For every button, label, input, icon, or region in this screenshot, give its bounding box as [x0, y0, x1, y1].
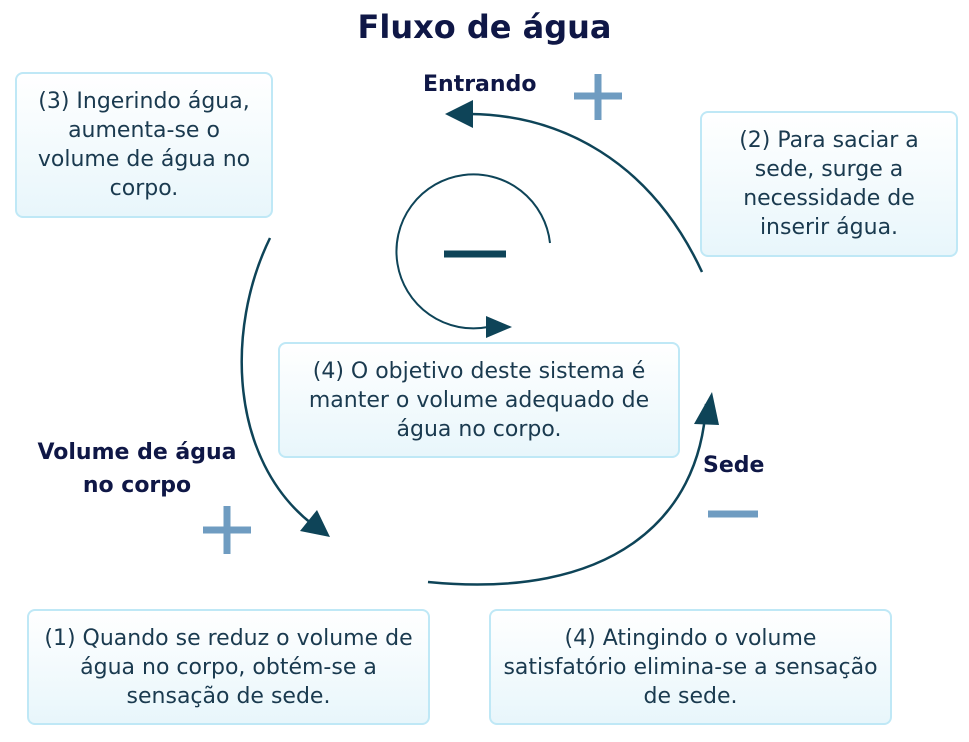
step4-box: (4) Atingindo o volume satisfatório elim… [489, 609, 892, 725]
loop-indicator-arrowhead [486, 316, 512, 338]
polarity-plus-volume [203, 506, 251, 554]
arrow-entrando-to-volume [240, 237, 313, 525]
arrowhead-volume [300, 510, 330, 537]
diagram-title: Fluxo de água [357, 8, 612, 46]
step1-box: (1) Quando se reduz o volume de água no … [27, 609, 430, 725]
node-label-volume-line2: no corpo [82, 473, 192, 498]
step2-text: (2) Para saciar a sede, surge a necessid… [739, 128, 919, 240]
center-text: (4) O objetivo deste sistema é manter o … [308, 358, 650, 442]
node-label-sede: Sede [703, 453, 765, 478]
node-label-entrando: Entrando [423, 72, 537, 97]
step4-text: (4) Atingindo o volume satisfatório elim… [503, 625, 878, 709]
center-box: (4) O objetivo deste sistema é manter o … [278, 342, 680, 458]
node-label-volume: Volume de água no corpo [22, 436, 252, 502]
arrowhead-sede [694, 392, 719, 425]
polarity-plus-entrando [574, 74, 622, 120]
node-label-volume-line1: Volume de água [37, 440, 237, 465]
step2-box: (2) Para saciar a sede, surge a necessid… [700, 111, 958, 257]
step3-box: (3) Ingerindo água, aumenta-se o volume … [15, 72, 273, 218]
arrowhead-entrando [445, 100, 473, 128]
step1-text: (1) Quando se reduz o volume de água no … [44, 625, 413, 709]
loop-indicator-arc [395, 173, 551, 330]
step3-text: (3) Ingerindo água, aumenta-se o volume … [37, 89, 251, 201]
arrow-sede-to-entrando [469, 112, 704, 273]
arrow-volume-to-sede [427, 403, 708, 586]
